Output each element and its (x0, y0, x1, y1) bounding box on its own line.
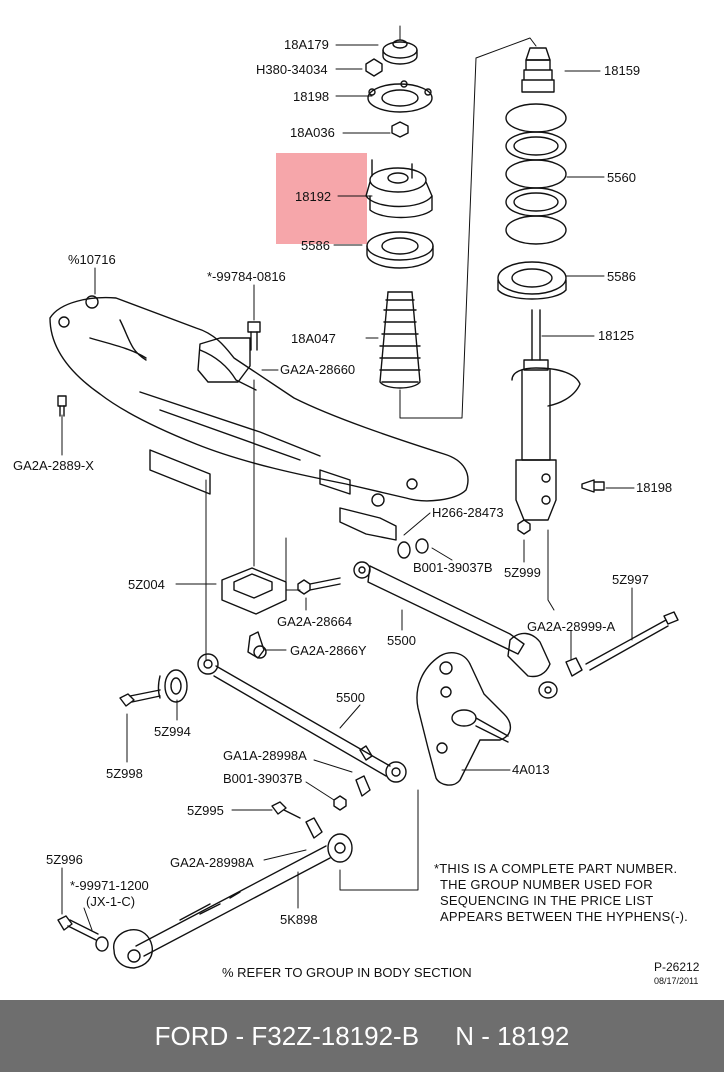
strut (511, 309, 605, 535)
callout-99784-0816: *-99784-0816 (207, 269, 286, 284)
footer-brand: FORD (154, 1020, 229, 1051)
callout-5z004: 5Z004 (128, 577, 165, 592)
trailing-arm-5k898 (113, 833, 353, 969)
suspension-diagram (49, 25, 679, 969)
bolt-2889 (57, 395, 67, 417)
highlight-box (276, 153, 367, 244)
spring-seat (497, 261, 567, 300)
callout-ga1a-28998a: GA1A-28998A (223, 748, 307, 763)
note-line-1: *THIS IS A COMPLETE PART NUMBER. (434, 861, 678, 876)
callout-ga2a-2889-x: GA2A-2889-X (13, 458, 94, 473)
callout-18192: 18192 (295, 189, 332, 204)
callout-5586-left: 5586 (301, 238, 330, 253)
washers (397, 538, 429, 559)
callout-18198-top: 18198 (293, 89, 330, 104)
callout-5z995: 5Z995 (187, 803, 224, 818)
callout-ga2a-28664: GA2A-28664 (277, 614, 353, 629)
callout-jx-1-c: (JX-1-C) (86, 894, 136, 909)
footer-ref: N - 18192 (455, 1020, 570, 1051)
callout-5k898: 5K898 (280, 912, 318, 927)
callout-h266-28473: H266-28473 (432, 505, 504, 520)
callout-18a036: 18A036 (290, 125, 335, 140)
diagram-stage: 18A179 H380-34034 18198 18A036 18192 558… (13, 25, 700, 986)
illustration-date: 08/17/2011 (654, 976, 699, 986)
callout-5560: 5560 (607, 170, 636, 185)
callout-10716: %10716 (68, 252, 116, 267)
top-mount-parts (365, 39, 434, 269)
bump-stop (521, 47, 555, 93)
bushing-5z994 (157, 669, 188, 703)
callout-5z994: 5Z994 (154, 724, 191, 739)
bracket-5z004 (221, 567, 287, 615)
callout-18159: 18159 (604, 63, 641, 78)
bolt-5z996 (57, 915, 109, 952)
note-line-4: APPEARS BETWEEN THE HYPHENS(-). (440, 909, 688, 924)
callout-b001-39037b-upper: B001-39037B (413, 560, 493, 575)
callout-18a047: 18A047 (291, 331, 336, 346)
dust-boot (379, 291, 421, 389)
callout-5z997: 5Z997 (612, 572, 649, 587)
illustration-id: P-26212 (654, 960, 700, 974)
leader-lines (61, 25, 635, 931)
footer-part-number: F32Z-18192-B (251, 1020, 420, 1051)
callout-99971-1200: *-99971-1200 (70, 878, 149, 893)
footer-bar (0, 1000, 724, 1072)
callout-5500-upper: 5500 (387, 633, 416, 648)
callout-h380-34034: H380-34034 (256, 62, 328, 77)
coil-spring (505, 103, 567, 245)
callout-ga2a-2866y: GA2A-2866Y (290, 643, 367, 658)
washer-28999a (565, 657, 583, 677)
callout-5z996: 5Z996 (46, 852, 83, 867)
callout-5586-right: 5586 (607, 269, 636, 284)
callout-18125: 18125 (598, 328, 635, 343)
bolt-28664 (297, 577, 341, 595)
bracket-2866y (247, 631, 267, 659)
footer-caption: FORD - F32Z-18192-B N - 18192 (154, 1020, 570, 1051)
callout-5z999: 5Z999 (504, 565, 541, 580)
lateral-link-5500 (197, 653, 407, 783)
body-section-reference: % REFER TO GROUP IN BODY SECTION (222, 965, 472, 980)
callout-5z998: 5Z998 (106, 766, 143, 781)
note-line-2: THE GROUP NUMBER USED FOR (440, 877, 653, 892)
callout-5500-lower: 5500 (336, 690, 365, 705)
control-arm-5500-upper (353, 561, 558, 699)
callout-ga2a-28998a: GA2A-28998A (170, 855, 254, 870)
knuckle (416, 652, 511, 786)
note-line-3: SEQUENCING IN THE PRICE LIST (440, 893, 654, 908)
callout-ga2a-28999-a: GA2A-28999-A (527, 619, 616, 634)
callout-18a179: 18A179 (284, 37, 329, 52)
part-number-note: *THIS IS A COMPLETE PART NUMBER. THE GRO… (434, 861, 688, 925)
callout-4a013: 4A013 (512, 762, 550, 777)
bolt-99784 (247, 321, 261, 351)
callout-ga2a-28660: GA2A-28660 (280, 362, 356, 377)
callout-18198-right: 18198 (636, 480, 673, 495)
bolt-5z997 (585, 611, 679, 671)
callout-b001-39037b-lower: B001-39037B (223, 771, 303, 786)
lower-hardware (271, 775, 371, 839)
crossmember (49, 295, 469, 541)
bolt-5z998 (119, 689, 161, 707)
